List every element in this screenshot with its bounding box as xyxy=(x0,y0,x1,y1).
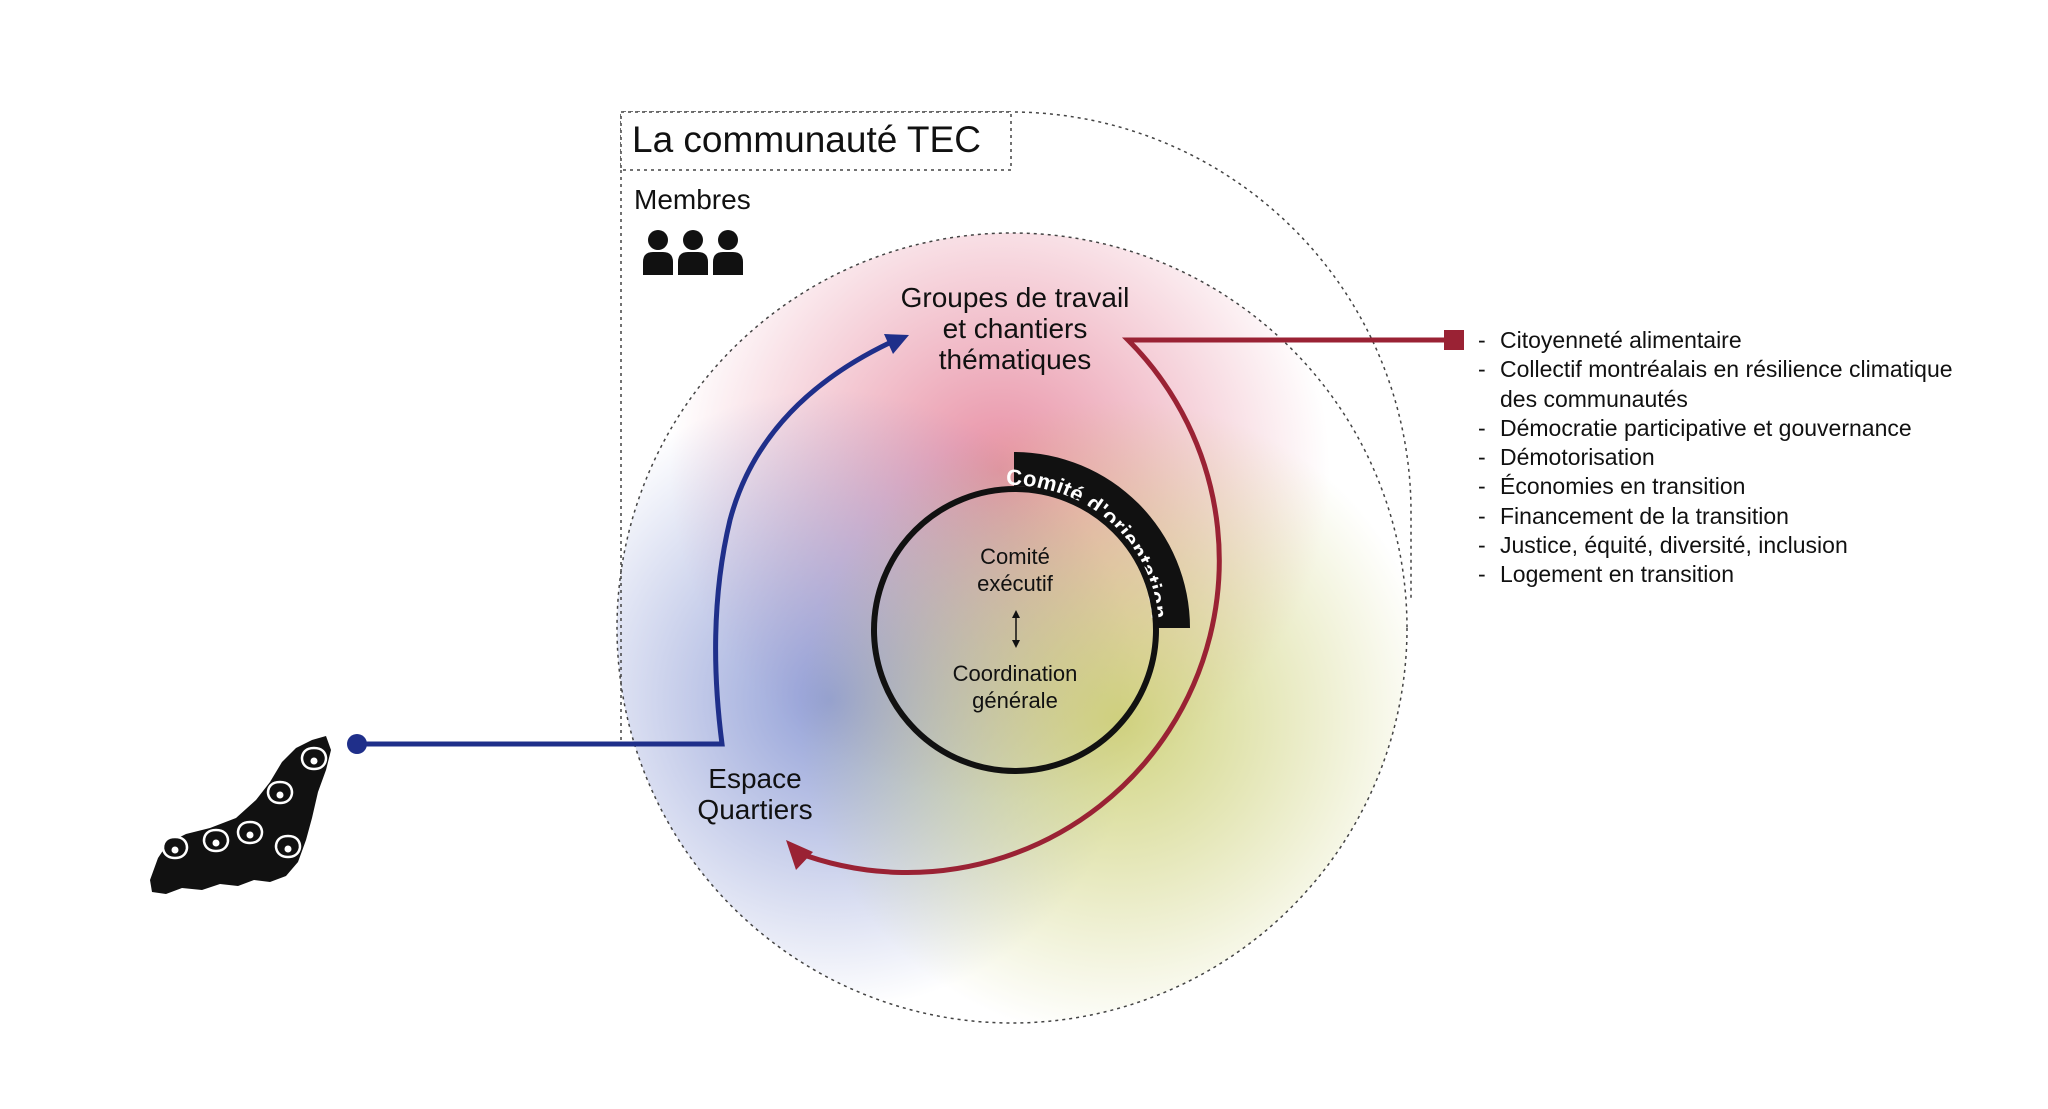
map-pin-icon xyxy=(274,834,302,859)
red-arrowhead xyxy=(786,840,813,870)
map-pin-icon xyxy=(300,746,328,771)
double-arrow-icon xyxy=(1012,610,1020,648)
island-map-icon xyxy=(150,736,331,894)
members-icon xyxy=(643,230,743,275)
blue-flow-arrow xyxy=(347,334,909,754)
comite-executif-line-1: Comité xyxy=(980,544,1050,569)
groupes-line-3: thématiques xyxy=(938,344,1092,375)
red-flow-arrow xyxy=(786,330,1464,876)
groupes-line-2: et chantiers xyxy=(942,313,1088,344)
chantier-item: Démocratie participative et gouvernance xyxy=(1478,414,1953,444)
chantier-item-continuation: des communautés xyxy=(1500,385,1688,412)
espace-line-2: Quartiers xyxy=(697,794,813,825)
chantier-item: Collectif montréalais en résilience clim… xyxy=(1478,355,1953,385)
comite-executif-line-2: exécutif xyxy=(977,571,1053,596)
comite-executif-label: Comité exécutif xyxy=(910,543,1120,597)
community-boundary xyxy=(620,111,1412,740)
outer-circle xyxy=(616,232,1408,1024)
chantiers-list: Citoyenneté alimentaire Collectif montré… xyxy=(1478,326,1953,590)
chantier-item: Logement en transition xyxy=(1478,560,1953,590)
membres-label: Membres xyxy=(634,184,751,215)
diagram-title: La communauté TEC xyxy=(632,119,981,160)
map-pin-icon xyxy=(236,820,264,845)
groupes-label: Groupes de travail et chantiers thématiq… xyxy=(850,282,1180,375)
map-pin-icon xyxy=(202,828,230,853)
blue-arrowhead xyxy=(884,334,909,354)
coordination-label: Coordination générale xyxy=(910,660,1120,714)
chantier-item: Économies en transition xyxy=(1478,472,1953,502)
comite-orientation-band xyxy=(1014,452,1190,628)
coordination-line-1: Coordination xyxy=(952,661,1078,686)
chantier-item: Citoyenneté alimentaire xyxy=(1478,326,1953,356)
espace-line-1: Espace xyxy=(708,763,802,794)
title-box xyxy=(620,111,1012,171)
inner-circle xyxy=(871,486,1159,774)
chantier-item: Financement de la transition xyxy=(1478,502,1953,532)
chantier-item: Démotorisation xyxy=(1478,443,1953,473)
groupes-line-1: Groupes de travail xyxy=(900,282,1130,313)
coordination-line-2: générale xyxy=(972,688,1058,713)
chantier-item: Justice, équité, diversité, inclusion xyxy=(1478,531,1953,561)
espace-quartiers-label: Espace Quartiers xyxy=(660,763,850,825)
map-pin-icon xyxy=(161,835,189,860)
map-pin-icon xyxy=(266,780,294,805)
